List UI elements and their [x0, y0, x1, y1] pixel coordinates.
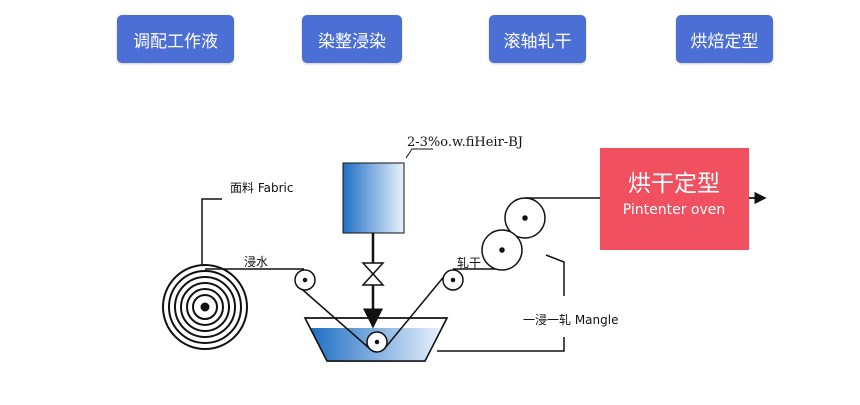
oven-box	[600, 148, 749, 250]
step-roller-squeeze[interactable]: 滚轴轧干	[489, 15, 586, 63]
fabric-roll	[162, 264, 248, 350]
step-bake-set[interactable]: 烘焙定型	[676, 15, 773, 63]
guide-roller	[294, 269, 464, 353]
chemical-leader	[405, 148, 433, 159]
fabric-label: 面料 Fabric	[230, 181, 293, 195]
step-dye-dip[interactable]: 染整浸染	[302, 15, 402, 63]
oven-title: 烘干定型	[628, 171, 720, 197]
mangle-bracket-bottom	[437, 337, 565, 352]
soak-label: 浸水	[244, 255, 268, 269]
squeeze-label: 轧干	[457, 256, 481, 270]
mangle-label: 一浸一轧 Mangle	[523, 313, 618, 327]
oven-subtitle: Pintenter oven	[623, 202, 726, 218]
fabric-leader	[201, 198, 222, 265]
chemical-label: 2-3%o.w.fiHeir-BJ	[407, 135, 523, 150]
chemical-tank	[342, 162, 405, 234]
step-prepare-solution[interactable]: 调配工作液	[117, 15, 234, 63]
valve-icon	[361, 262, 385, 286]
mangle-rollers	[481, 197, 546, 271]
mangle-bracket-top	[545, 254, 565, 296]
